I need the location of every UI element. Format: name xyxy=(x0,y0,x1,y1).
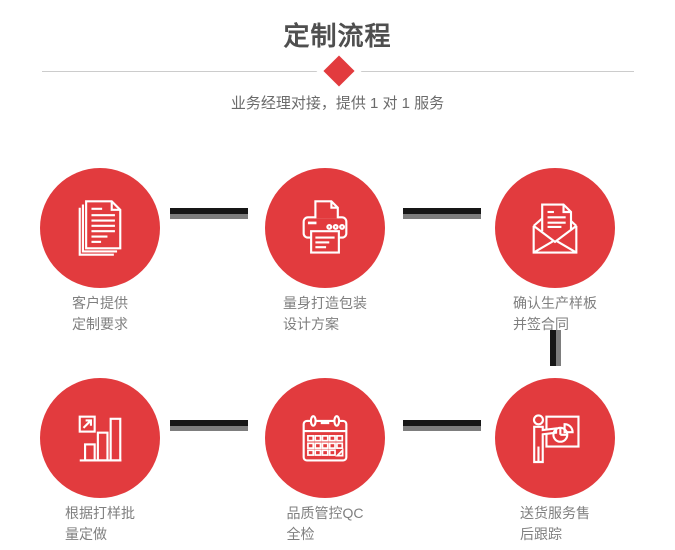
envelope-letter-icon xyxy=(532,203,578,254)
step-circle xyxy=(40,168,160,288)
connector-step2-step3 xyxy=(403,208,481,219)
step-quality-control: 品质管控QC 全检 xyxy=(255,378,395,545)
step-circle xyxy=(40,378,160,498)
diamond-icon xyxy=(323,55,355,87)
documents-stack-icon xyxy=(78,200,122,256)
step-delivery-after-sales: 送货服务售 后跟踪 xyxy=(485,378,625,545)
step-batch-production: 根据打样批 量定做 xyxy=(30,378,170,545)
connector-step3-step6 xyxy=(550,330,561,366)
step-circle xyxy=(495,378,615,498)
page-title: 定制流程 xyxy=(283,21,392,51)
step-label: 送货服务售 后跟踪 xyxy=(520,505,590,542)
bar-chart-growth-icon xyxy=(78,415,122,462)
calendar-icon xyxy=(302,415,348,462)
step-sample-contract: 确认生产样板 并签合同 xyxy=(485,168,625,335)
printer-icon xyxy=(302,200,348,254)
step-customer-requirements: 客户提供 定制要求 xyxy=(30,168,170,335)
step-circle xyxy=(495,168,615,288)
step-label: 确认生产样板 并签合同 xyxy=(513,295,597,332)
step-label: 品质管控QC 全检 xyxy=(286,505,364,542)
step-circle xyxy=(265,378,385,498)
step-label: 客户提供 定制要求 xyxy=(72,295,128,332)
presenter-pie-chart-icon xyxy=(532,414,580,464)
step-packaging-design: 量身打造包装 设计方案 xyxy=(255,168,395,335)
subtitle: 业务经理对接，提供 1 对 1 服务 xyxy=(230,95,445,112)
step-circle xyxy=(265,168,385,288)
step-label: 量身打造包装 设计方案 xyxy=(283,295,367,332)
step-label: 根据打样批 量定做 xyxy=(65,505,135,542)
connector-step5-step6 xyxy=(403,420,481,431)
connector-step1-step2 xyxy=(170,208,248,219)
connector-step4-step5 xyxy=(170,420,248,431)
